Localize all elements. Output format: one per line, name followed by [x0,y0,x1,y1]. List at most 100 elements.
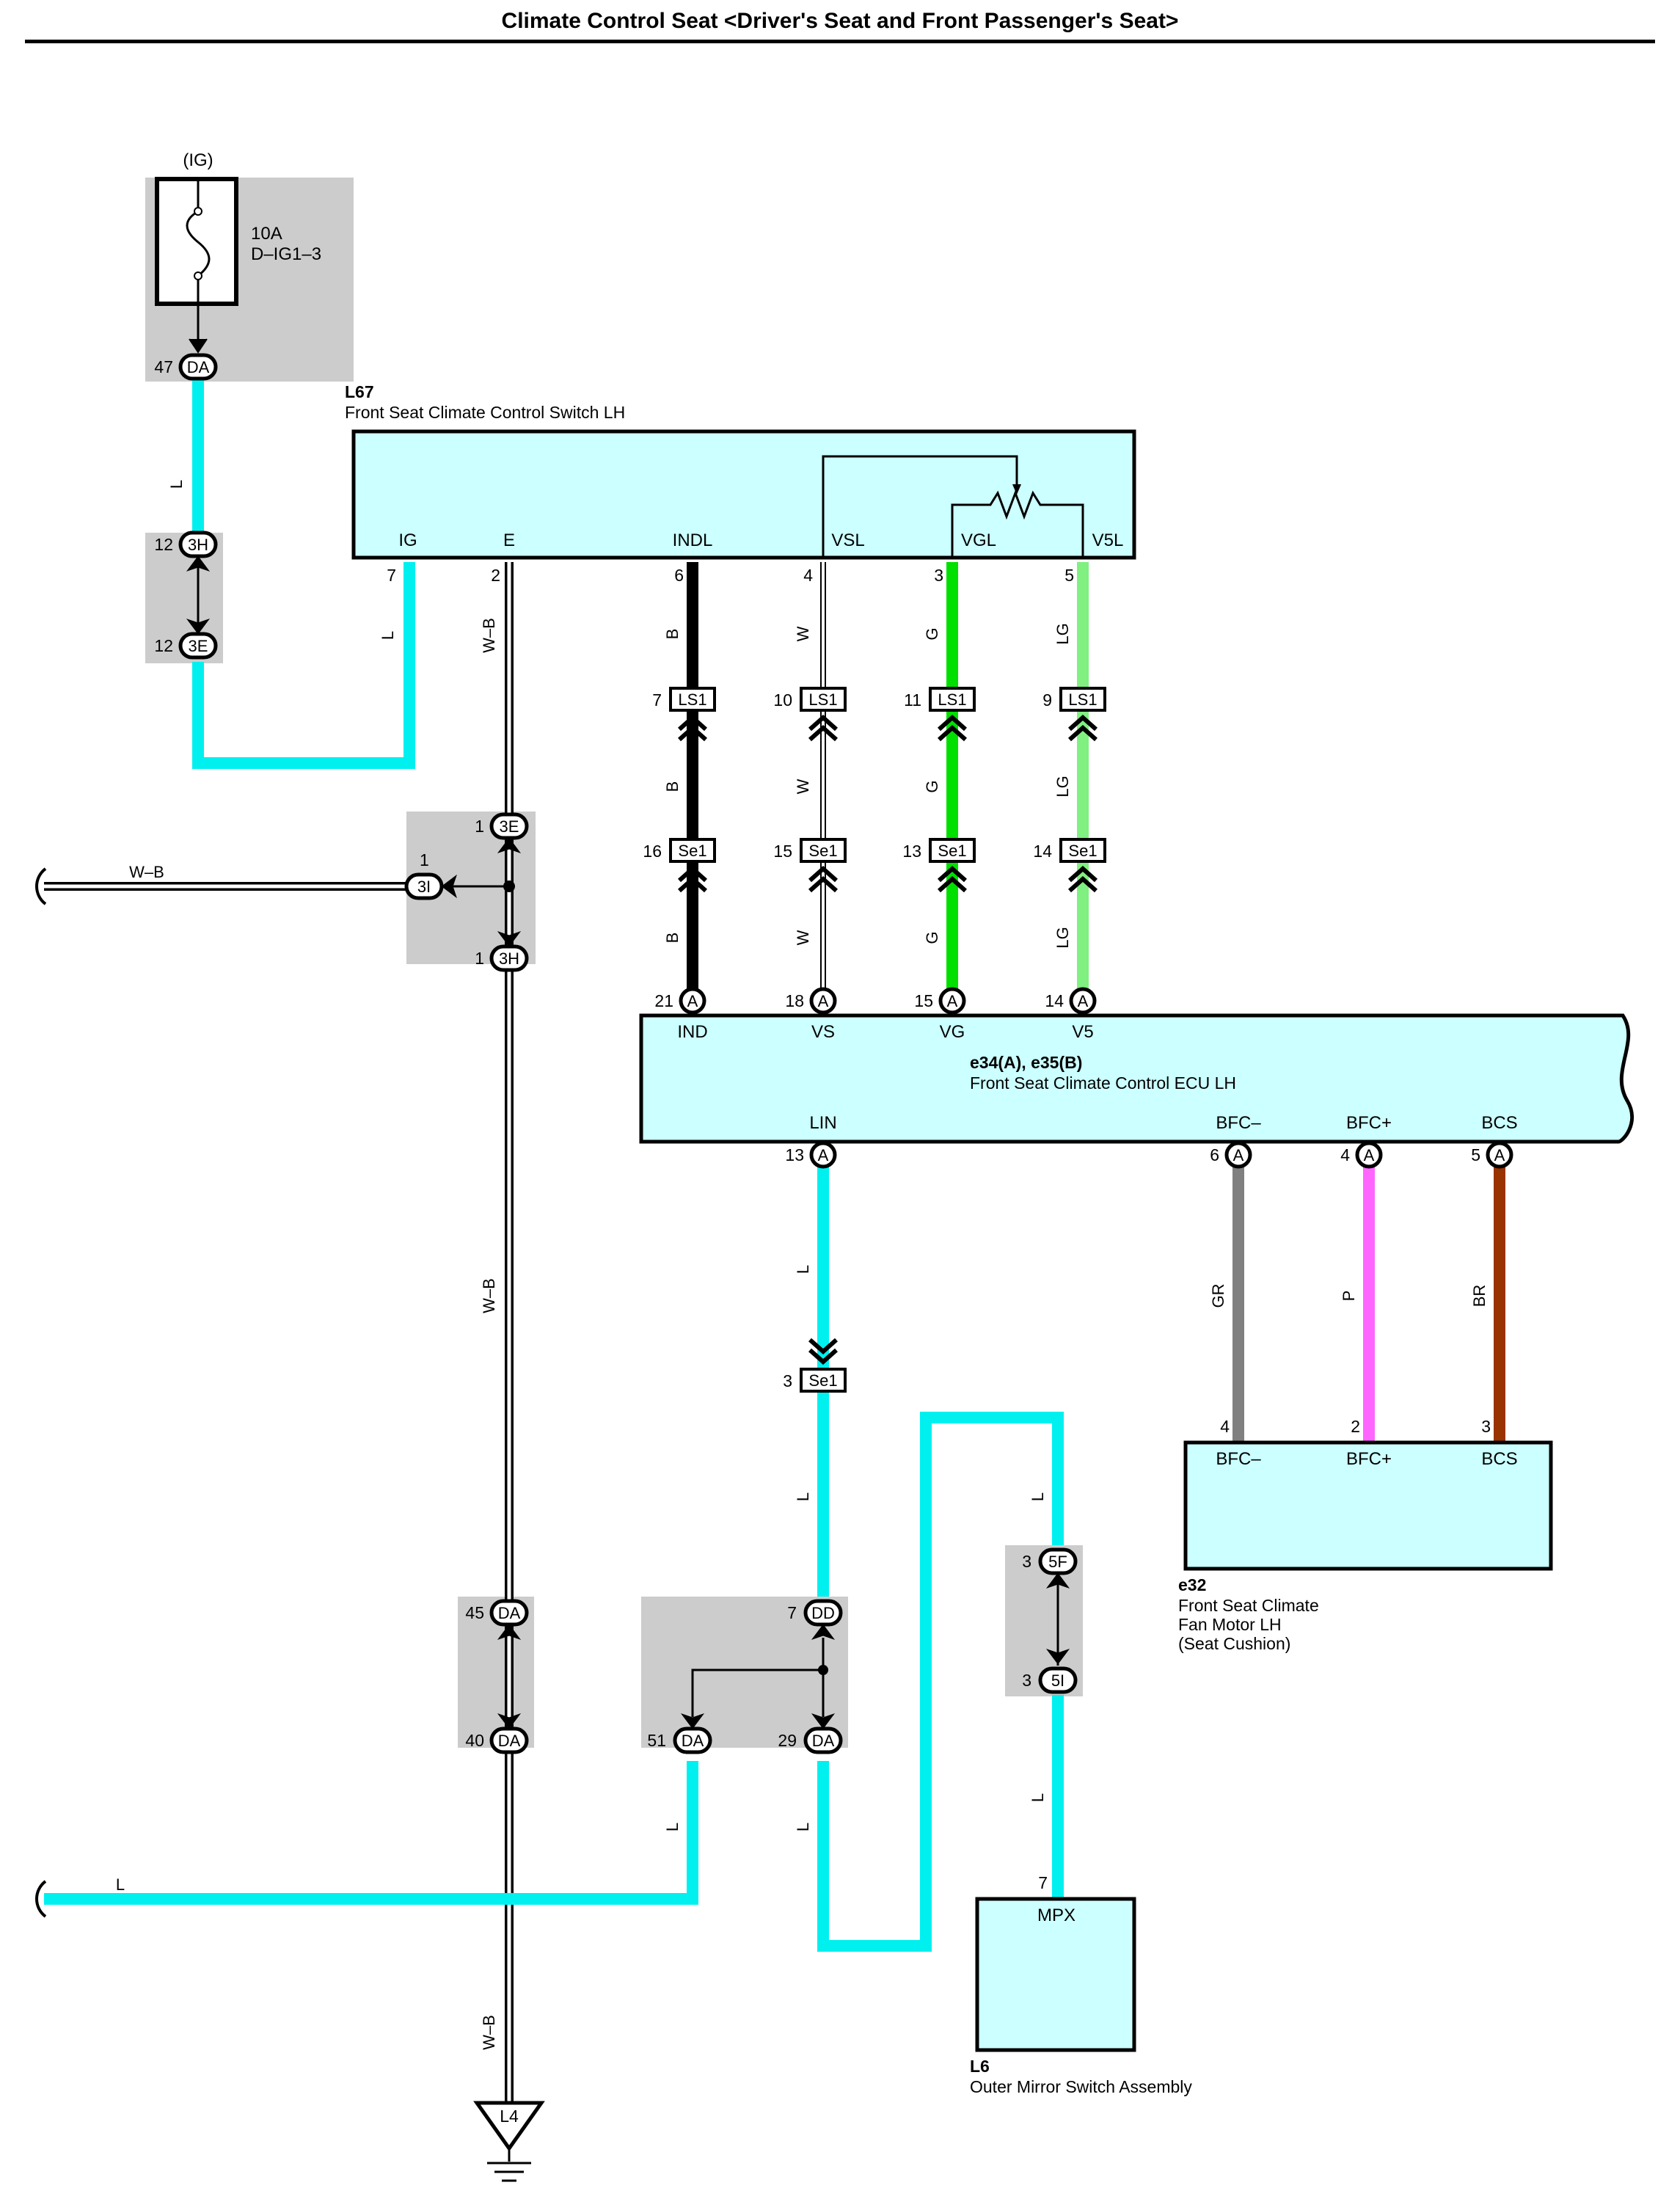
svg-text:Se1: Se1 [808,1371,837,1390]
wire-color-labels: L L W–B W–B W–B W–B B B B W W W G G G LG… [116,480,1489,2050]
svg-text:3H: 3H [499,949,519,968]
svg-text:LS1: LS1 [938,690,966,709]
svg-text:LG: LG [1053,927,1072,948]
pin-number: 12 [154,535,173,554]
pin-e: E [503,530,515,550]
pin-bfc-minus: BFC– [1216,1113,1261,1133]
motor-pin-bfc-plus: BFC+ [1346,1449,1392,1469]
pin-bfc-plus: BFC+ [1346,1113,1392,1133]
svg-text:GR: GR [1209,1284,1227,1308]
pin-number: 21 [654,991,673,1010]
pin-number: 3 [1022,1671,1031,1690]
fuse-amp: 10A [251,224,282,244]
pin-number: 15 [914,991,933,1010]
ground-l4-icon [473,2101,545,2152]
pin-number: 11 [904,690,921,710]
svg-text:G: G [923,780,941,792]
pin-number: 7 [1038,1873,1048,1892]
svg-text:A: A [687,992,698,1010]
pot-wiper-line [822,455,1018,558]
pin-vgl: VGL [961,530,996,550]
svg-text:3I: 3I [417,878,431,896]
svg-text:Se1: Se1 [938,842,966,860]
pin-number: 7 [652,690,662,710]
svg-text:A: A [947,992,958,1010]
connector-a-bottom-row: A A A A [809,1141,1513,1169]
pin-number: 29 [778,1731,797,1750]
e32-name-2: Fan Motor LH [1178,1615,1282,1634]
svg-text:Se1: Se1 [1068,842,1097,860]
svg-text:L: L [663,1823,682,1831]
connector-se1 [800,1368,847,1393]
pin-ig: IG [398,530,417,550]
pin-number: 1 [420,850,429,869]
connector-da [178,353,218,381]
mirror-switch-l6-box [975,1897,1136,2052]
pin-number: 3 [783,1371,792,1390]
svg-text:G: G [923,931,941,944]
connector-da [489,1726,529,1754]
arrow-down-icon [189,338,208,354]
pin-number: 9 [1042,690,1052,710]
pin-number: 40 [465,1731,484,1750]
connector-se1-row: Se1 Se1 Se1 Se1 [669,838,1106,863]
pin-vsl: VSL [831,530,864,550]
e32-name-3: (Seat Cushion) [1178,1634,1290,1653]
l6-name: Outer Mirror Switch Assembly [970,2077,1192,2096]
pin-lin: LIN [809,1113,836,1133]
ecu-e34-e35-box [639,1013,1634,1144]
svg-text:G: G [923,627,941,640]
wire-break-icon [35,1880,47,1918]
svg-text:A: A [818,1146,829,1164]
svg-text:DD: DD [811,1604,835,1622]
svg-text:LG: LG [1053,623,1072,644]
wire-l-left [44,1761,698,1905]
svg-text:L: L [794,1823,812,1831]
pin-number: 13 [785,1145,804,1164]
pin-number: 1 [475,817,484,836]
svg-text:W: W [794,930,812,945]
switch-l67-box [351,429,1136,560]
connector-3e [178,632,218,660]
e32-name-1: Front Seat Climate [1178,1596,1319,1615]
connector-da [803,1726,843,1754]
pin-vs: VS [811,1022,835,1042]
ground-symbol-icon [487,2148,531,2182]
svg-text:DA: DA [498,1732,521,1750]
fuse-icon [186,210,211,277]
pin-number: 3 [934,566,943,585]
svg-text:5F: 5F [1048,1553,1067,1571]
pin-number: 5 [1064,566,1074,585]
svg-text:L: L [167,480,186,489]
chevron-up-icon [678,865,1098,893]
fuse-name: D–IG1–3 [251,244,321,264]
pin-number: 51 [647,1731,666,1750]
ecu-code: e34(A), e35(B) [970,1053,1082,1072]
svg-text:L: L [1029,1492,1047,1501]
svg-text:3H: 3H [188,536,208,554]
pin-ind: IND [677,1022,707,1042]
pin-number: 7 [387,566,396,585]
pin-indl: INDL [673,530,713,550]
pin-number: 14 [1045,991,1064,1010]
svg-text:Se1: Se1 [678,842,706,860]
pin-number: 18 [785,991,804,1010]
svg-text:A: A [1233,1146,1244,1164]
svg-text:B: B [663,781,682,792]
pin-v5l: V5L [1092,530,1124,550]
motor-e32-box [1183,1440,1553,1571]
svg-text:Se1: Se1 [808,842,837,860]
pin-number: 13 [902,842,921,861]
wire-break-icon [35,867,47,905]
svg-text:DA: DA [682,1732,704,1750]
svg-text:B: B [663,933,682,944]
svg-text:LG: LG [1053,776,1072,797]
svg-text:L: L [794,1265,812,1274]
pin-number: 10 [773,690,792,710]
pin-number: 7 [787,1603,797,1622]
pin-number: 15 [773,842,792,861]
pin-number: 1 [475,949,484,968]
l6-code: L6 [970,2057,990,2076]
connector-da [673,1726,712,1754]
pin-bcs: BCS [1481,1113,1517,1133]
